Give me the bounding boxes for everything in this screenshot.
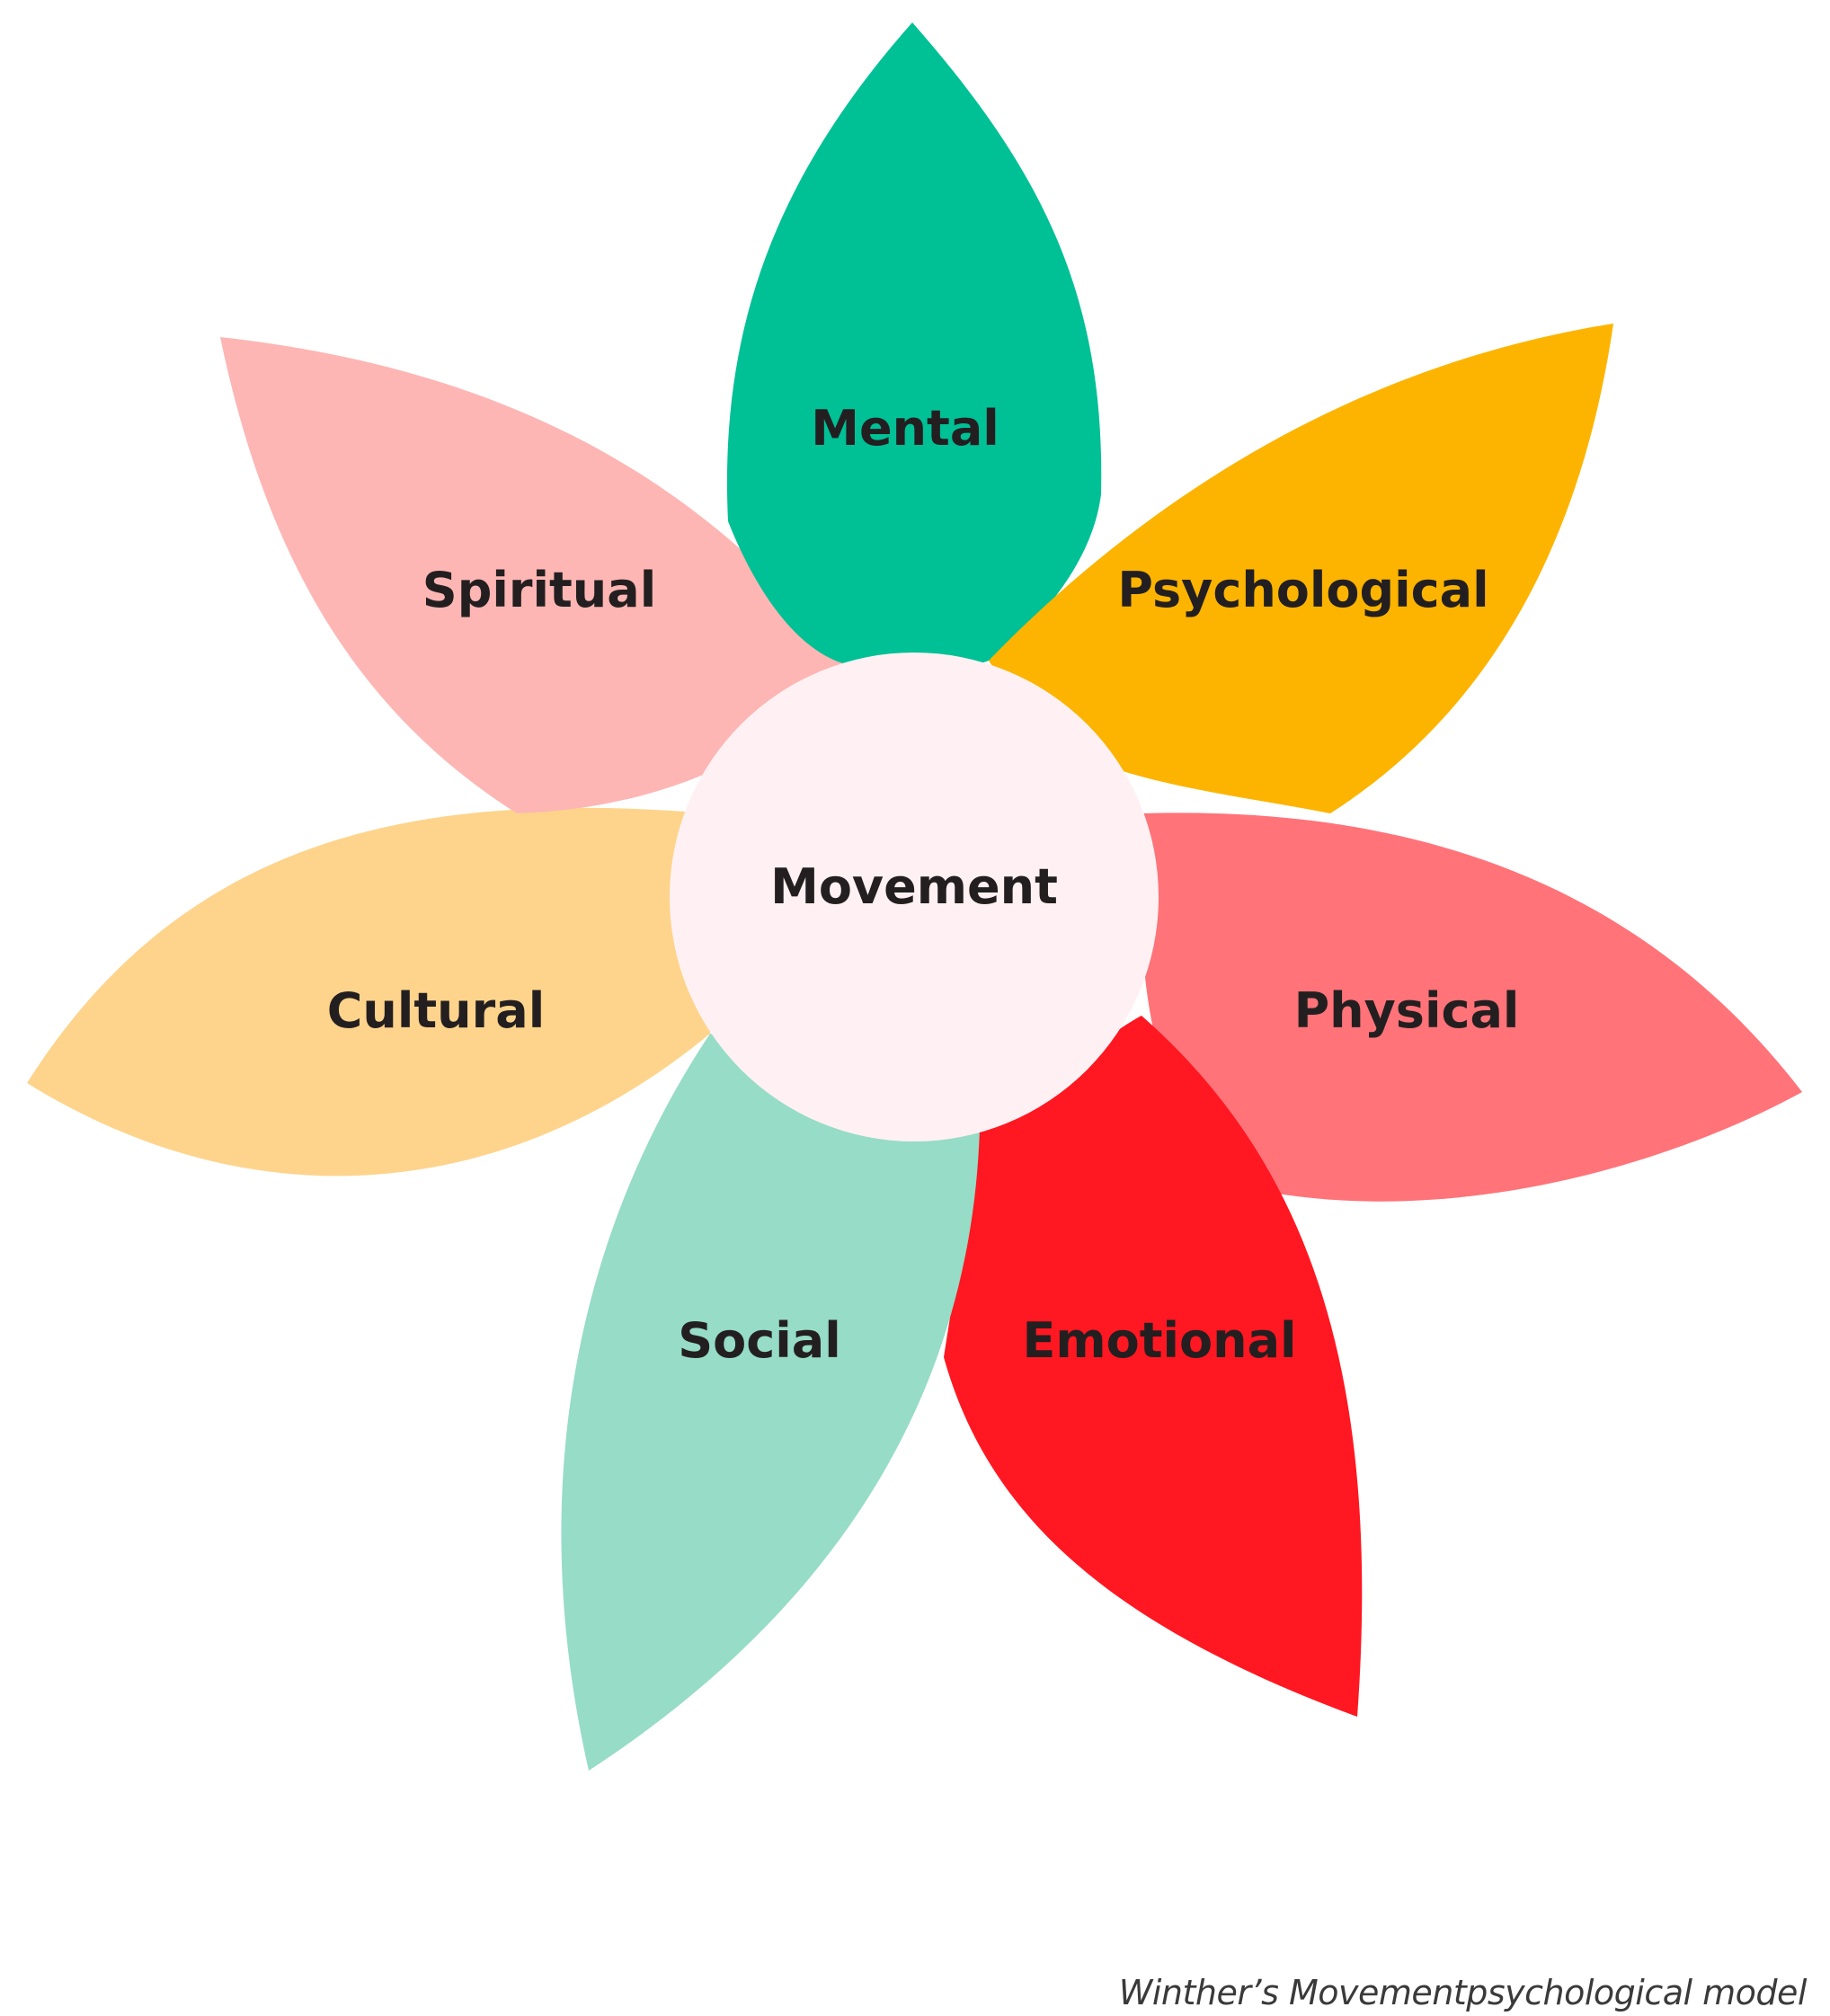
petal-emotional [944,1016,1363,1717]
petal-physical [1140,813,1802,1202]
petal-label-emotional: Emotional [1022,1312,1296,1369]
petal-label-psychological: Psychological [1117,562,1488,618]
petal-spiritual [220,337,849,813]
petal-label-physical: Physical [1294,982,1520,1039]
petal-label-mental: Mental [811,400,999,457]
petal-label-spiritual: Spiritual [422,562,656,618]
petal-cultural [27,807,710,1177]
center-circle [670,653,1159,1141]
petal-label-social: Social [678,1312,840,1369]
petal-label-cultural: Cultural [327,982,545,1039]
petal-mental [726,22,1102,676]
caption: Winther’s Movementpsychological model [1118,1973,1808,2012]
petal-social [561,1034,980,1771]
petal-psychological [989,324,1613,813]
center-label: Movement [770,858,1058,915]
